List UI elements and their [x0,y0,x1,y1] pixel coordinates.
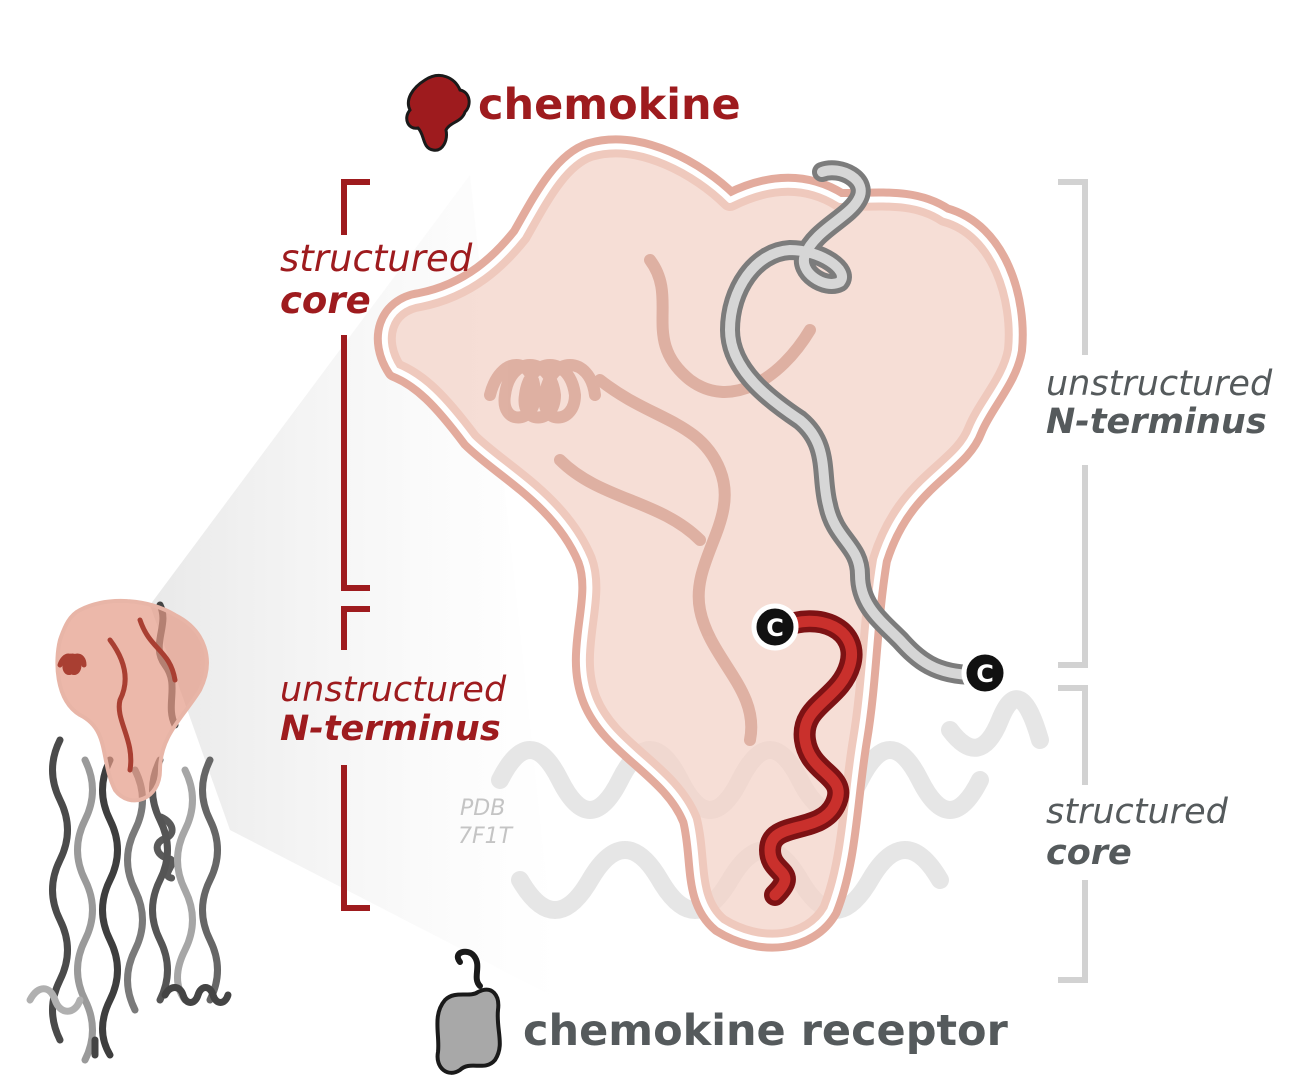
right-core-label-line1: structured [1046,792,1228,832]
left-nterm-label-line1: unstructured [280,670,507,710]
svg-text:C: C [976,660,994,688]
bracket-n-terminus-left [341,606,370,911]
right-nterm-label-line1: unstructured [1046,364,1273,404]
chemokine-ribbon [484,254,816,746]
chemokine-blob-icon [405,74,471,152]
right-nterm-label-line2: N-terminus [1046,402,1267,442]
red-n-terminus-highlight [764,615,857,901]
bracket-structured-core-right [1058,685,1088,983]
pdb-label-line1: PDB [460,796,506,821]
left-nterm-label-line2: N-terminus [280,709,501,749]
chemokine-legend-label: chemokine [478,80,741,130]
bracket-n-terminus-right [1058,179,1088,668]
pdb-label-line2: 7F1T [458,824,513,849]
receptor-blob-icon [435,948,502,1075]
left-core-label-line2: core [280,279,371,322]
c-terminus-icon: C [961,649,1009,697]
complex-thumbnail [26,599,232,1064]
right-core-label-line2: core [1046,833,1132,873]
c-terminus-icon: C [751,603,799,651]
bracket-structured-core-left [341,179,370,591]
svg-text:C: C [766,614,784,642]
receptor-legend-label: chemokine receptor [523,1006,1008,1056]
left-core-label-line1: structured [280,237,473,280]
gray-n-terminus-highlight [725,165,980,680]
